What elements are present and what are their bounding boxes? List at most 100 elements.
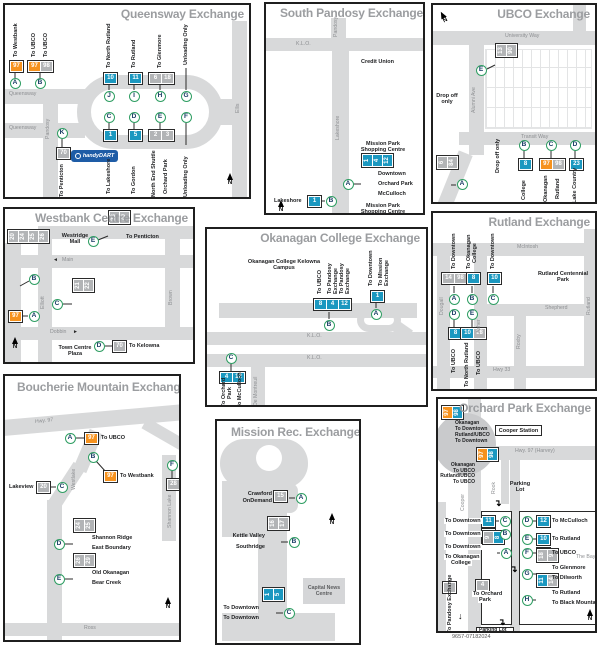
stop-circle-C: C [499,515,511,527]
stop-circle-E: E [87,235,99,247]
stop-circle-I: I [128,90,140,102]
route-box-28: 28 [168,480,179,489]
route-box-98: 98 [488,449,497,460]
stop-destination-label: To Lakeshore [106,158,112,194]
route-box-21: 21 [74,280,83,291]
stop-destination-label: To Black Mountain [552,600,597,606]
stop-destination-label: College [521,180,527,200]
stop-circle-A: A [9,77,21,89]
building-label: Capital News Centre [307,585,341,597]
stop-destination-label: Orchard Park [163,159,169,194]
route-box-group: 70 [112,340,127,353]
panel-title: Orchard Park Exchange [459,401,591,415]
stop-circle-A: A [500,547,512,559]
stop-circle-A: A [448,293,460,305]
road-label: Lakeshore [335,115,341,140]
stop-circle-A: A [456,178,468,190]
north-label: N [329,520,335,526]
connector-line [97,235,109,241]
route-box-97: 97 [29,62,40,71]
stop-destination-label: College [450,560,472,567]
road-segment [459,132,595,145]
north-label: N [587,616,593,622]
road-label: McIntosh [517,244,539,250]
road-label: Brown [168,290,174,305]
route-box-97: 97 [10,312,21,321]
north-arrow-icon: N [276,200,286,213]
stop-destination-label: To Downtown [368,250,374,286]
road-label: Rook [491,481,497,494]
route-box-12: 12 [233,373,244,382]
route-box-97: 97 [478,449,487,460]
route-box-group: 10 [536,533,551,546]
panel-title: Queensway Exchange [120,7,244,21]
stop-destination-label: To Westbank [13,23,19,57]
map-box: Cooper Station [495,425,542,436]
route-box-10: 10 [538,535,549,544]
route-box-5: 5 [274,589,283,600]
route-box-1: 1 [105,131,116,140]
stop-circle-B: B [34,77,46,89]
map-box [476,627,514,631]
panel-title: South Pandosy Exchange [280,6,423,20]
stop-destination-label: To Glenmore [157,34,163,68]
stop-destination-label: To UBCO [101,435,126,441]
road-label: Alumni Ave [471,87,477,113]
route-box-group: 1 [307,195,322,208]
road-segment [222,613,335,641]
route-box-group: 11 [128,72,143,85]
route-box-6: 6 [150,74,161,83]
stop-destination-label: Downtown [378,171,406,177]
stop-circle-B: B [518,139,530,151]
route-box-4: 4 [221,373,232,382]
road-label: Ross [84,625,96,631]
route-box-group: 1 [370,290,385,303]
stop-destination-label: Park [227,387,233,399]
stop-circle-D: D [569,139,581,151]
route-box-2: 2 [150,131,161,140]
area-label: To Downtown [223,615,259,621]
north-arrow-triangle [587,609,593,616]
route-box-8: 8 [520,160,531,169]
area-label: OnDemand [242,498,272,504]
route-box-11: 11 [483,517,494,526]
route-box-18: 18 [162,74,173,83]
stop-destination-label: To Penticton [126,234,159,240]
stop-destination-label: Shannon Ridge [92,535,133,541]
north-label: N [227,180,233,186]
stop-destination-label: Exchange [384,260,390,286]
stop-destination-label: North End Shuttle [151,150,157,197]
stop-destination-label: To Glenmore [552,565,586,571]
route-box-26: 26 [75,555,84,566]
route-box-26: 26 [39,231,48,242]
connector-lines [50,437,173,580]
stop-circle-B: B [323,319,335,331]
route-box-98: 98 [455,274,466,283]
connector-lines [230,302,377,371]
route-box-group: 23 [569,158,584,171]
stop-circle-H: H [521,594,533,606]
stop-destination-label: Unloading Only [183,156,189,197]
area-label: Rutland Centennial Park [537,271,589,284]
area-label: Okanagan [450,462,475,468]
road-label: K.L.O. [307,333,322,339]
route-box-group: 10 [487,272,502,285]
stop-destination-label: To Penticton [59,164,65,197]
stop-destination-label: Orchard Park [378,181,413,187]
stop-circle-E: E [53,573,65,585]
route-box-group: 12 [536,515,551,528]
area-label: Rutland/UBCO [440,473,475,479]
route-box-group: 97 [8,310,23,323]
road-segment [256,445,282,471]
stop-circle-H: H [154,90,166,102]
route-box-84: 84 [448,157,457,168]
stop-circle-C: C [103,111,115,123]
road-label: Roxby [516,334,522,349]
stop-destination-label: To Downtown [451,233,457,269]
